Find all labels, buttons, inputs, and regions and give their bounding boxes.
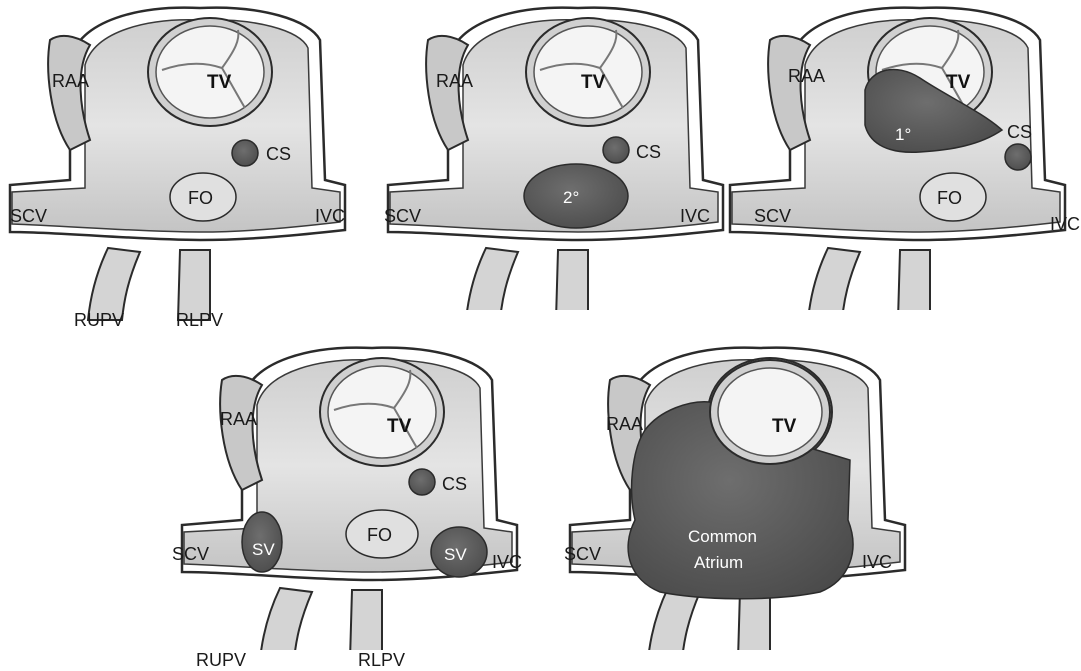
diagram-panel-primum-asd: RAA TV 1° CS FO SCV IVC — [720, 0, 1080, 310]
label-rlpv: RLPV — [358, 650, 405, 671]
label-tv: TV — [772, 416, 797, 437]
label-fo: FO — [188, 188, 213, 208]
label-scv: SCV — [10, 206, 47, 226]
label-rupv: RUPV — [196, 650, 246, 671]
label-cs: CS — [442, 474, 467, 494]
label-tv: TV — [946, 72, 971, 93]
label-ivc: IVC — [862, 552, 892, 572]
label-sv-left: SV — [252, 540, 275, 559]
label-raa: RAA — [606, 414, 643, 434]
diagram-panel-sinus-venosus-asd: RAA TV CS FO SV SV SCV IVC RUPV RLPV — [162, 330, 542, 670]
label-raa: RAA — [52, 71, 89, 91]
label-common: Common — [688, 527, 757, 546]
label-scv: SCV — [564, 544, 601, 564]
coronary-sinus-ostium — [1005, 144, 1031, 170]
label-tv: TV — [581, 72, 606, 93]
label-scv: SCV — [172, 544, 209, 564]
diagram-panel-common-atrium: RAA TV Common Atrium SCV IVC — [550, 330, 930, 660]
label-scv: SCV — [384, 206, 421, 226]
diagram-panel-normal: RAA TV CS FO SCV IVC RUPV RLPV — [0, 0, 360, 330]
label-ivc: IVC — [315, 206, 345, 226]
label-fo: FO — [367, 525, 392, 545]
diagram-panel-secundum-asd: RAA TV CS 2° SCV IVC — [378, 0, 738, 310]
label-raa: RAA — [436, 71, 473, 91]
label-rupv: RUPV — [74, 310, 124, 331]
label-tv: TV — [387, 416, 412, 437]
label-tv: TV — [207, 72, 232, 93]
label-cs: CS — [266, 144, 291, 164]
label-atrium: Atrium — [694, 553, 743, 572]
label-cs: CS — [636, 142, 661, 162]
coronary-sinus-ostium — [603, 137, 629, 163]
coronary-sinus-ostium — [232, 140, 258, 166]
coronary-sinus-ostium — [409, 469, 435, 495]
label-cs: CS — [1007, 122, 1032, 142]
label-fo: FO — [937, 188, 962, 208]
label-secundum: 2° — [563, 188, 579, 207]
label-ivc: IVC — [492, 552, 522, 572]
label-raa: RAA — [788, 66, 825, 86]
label-rlpv: RLPV — [176, 310, 223, 331]
label-ivc: IVC — [680, 206, 710, 226]
label-raa: RAA — [220, 409, 257, 429]
label-primum: 1° — [895, 125, 911, 144]
label-ivc: IVC — [1050, 214, 1080, 234]
label-sv-right: SV — [444, 545, 467, 564]
label-scv: SCV — [754, 206, 791, 226]
